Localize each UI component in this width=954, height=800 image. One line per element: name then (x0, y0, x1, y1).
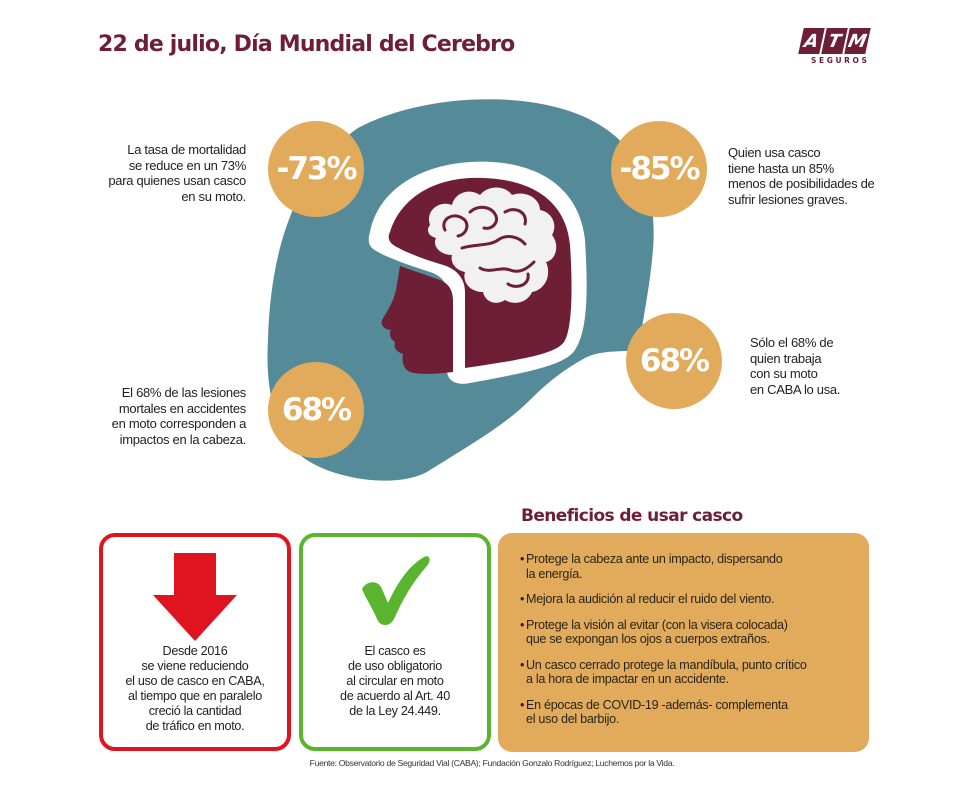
atm-seguros-logo: A T M SEGUROS (798, 28, 871, 68)
stat-line: El 68% de las lesiones (121, 385, 247, 400)
card-text: El casco es de uso obligatorio al circul… (303, 644, 487, 719)
stat-line: tiene hasta un 85% (728, 160, 834, 176)
stat-text-injuries: Quien usa casco tiene hasta un 85% menos… (728, 145, 875, 207)
benefit-line: Un casco cerrado protege la mandíbula, p… (526, 657, 807, 672)
card-line: El casco es (364, 644, 426, 658)
benefit-item: •En épocas de COVID-19 -además- compleme… (520, 698, 849, 727)
card-line: de la Ley 24.449. (349, 704, 441, 718)
card-text: Desde 2016 se viene reduciendo el uso de… (103, 644, 287, 734)
stat-line: impactos en la cabeza. (119, 431, 247, 447)
card-line: de uso obligatorio (347, 659, 443, 673)
benefit-item: •Un casco cerrado protege la mandíbula, … (520, 658, 849, 687)
stat-line: en moto corresponden a (111, 416, 247, 431)
helmet-mandatory-card: El casco es de uso obligatorio al circul… (299, 533, 491, 751)
face-profile-icon (381, 266, 453, 374)
benefit-line: la energía. (526, 566, 583, 581)
stat-text-mortality: La tasa de mortalidad se reduce en un 73… (108, 142, 246, 204)
benefit-line: Mejora la audición al reducir el ruido d… (526, 592, 775, 606)
stat-line: en su moto. (181, 188, 246, 204)
benefits-list: •Protege la cabeza ante un impacto, disp… (498, 533, 869, 752)
bullet-icon: • (520, 657, 525, 672)
benefit-line: que se expongan los ojos a cuerpos extra… (526, 632, 770, 646)
benefit-item: •Protege la visión al evitar (con la vis… (520, 618, 849, 647)
stat-line: Sólo el 68% de (750, 335, 834, 350)
benefits-title: Beneficios de usar casco (521, 506, 743, 526)
stat-line: Quien usa casco (728, 145, 821, 160)
stat-bubble-injuries: -85% (611, 121, 707, 217)
stat-line: para quienes usan casco (108, 173, 246, 188)
benefit-line: En épocas de COVID-19 -además- complemen… (526, 697, 788, 712)
arrow-down-icon (153, 553, 237, 641)
bullet-icon: • (520, 552, 525, 566)
stat-line: La tasa de mortalidad (127, 142, 246, 157)
benefit-line: Protege la visión al evitar (con la vise… (526, 617, 788, 632)
logo-subtitle: SEGUROS (811, 56, 870, 65)
stat-line: mortales en accidentes (118, 400, 246, 416)
card-line: de acuerdo al Art. 40 (340, 689, 450, 703)
checkmark-icon (362, 556, 430, 625)
stat-line: en CABA lo usa. (750, 381, 841, 397)
helmet-decline-card: Desde 2016 se viene reduciendo el uso de… (99, 533, 291, 751)
benefit-item: •Protege la cabeza ante un impacto, disp… (520, 552, 849, 581)
benefit-item: •Mejora la audición al reducir el ruido … (520, 592, 849, 607)
bullet-icon: • (520, 617, 525, 632)
card-line: al tiempo que en paralelo (128, 689, 262, 703)
stat-line: menos de posibilidades de (728, 176, 875, 191)
stat-line: con su moto (750, 366, 818, 381)
stat-bubble-head-injuries: 68% (268, 362, 364, 458)
card-line: se viene reduciendo (141, 659, 249, 673)
bullet-icon: • (520, 592, 525, 606)
stat-bubble-usage: 68% (626, 313, 722, 409)
benefit-line: el uso del barbijo. (526, 712, 620, 726)
card-line: creció la cantidad (148, 704, 242, 718)
stat-bubble-mortality: -73% (268, 121, 364, 217)
stat-line: se reduce en un 73% (128, 157, 246, 173)
stat-text-usage: Sólo el 68% de quien trabaja con su moto… (750, 335, 840, 397)
page-title: 22 de julio, Día Mundial del Cerebro (98, 32, 515, 57)
bullet-icon: • (520, 697, 525, 712)
card-line: de tráfico en moto. (145, 719, 245, 733)
stat-line: sufrir lesiones graves. (728, 191, 848, 207)
stat-line: quien trabaja (750, 350, 822, 366)
stat-text-head-injuries: El 68% de las lesiones mortales en accid… (111, 385, 247, 447)
card-line: al circular en moto (346, 674, 444, 688)
card-line: Desde 2016 (162, 644, 228, 658)
brain-icon (428, 187, 557, 303)
source-footnote: Fuente: Observatorio de Seguridad Vial (… (309, 758, 675, 768)
head-helmet-illustration (267, 99, 654, 481)
card-line: el uso de casco en CABA, (125, 674, 265, 688)
benefit-line: Protege la cabeza ante un impacto, dispe… (526, 552, 783, 566)
benefit-line: a la hora de impactar en un accidente. (526, 672, 729, 686)
